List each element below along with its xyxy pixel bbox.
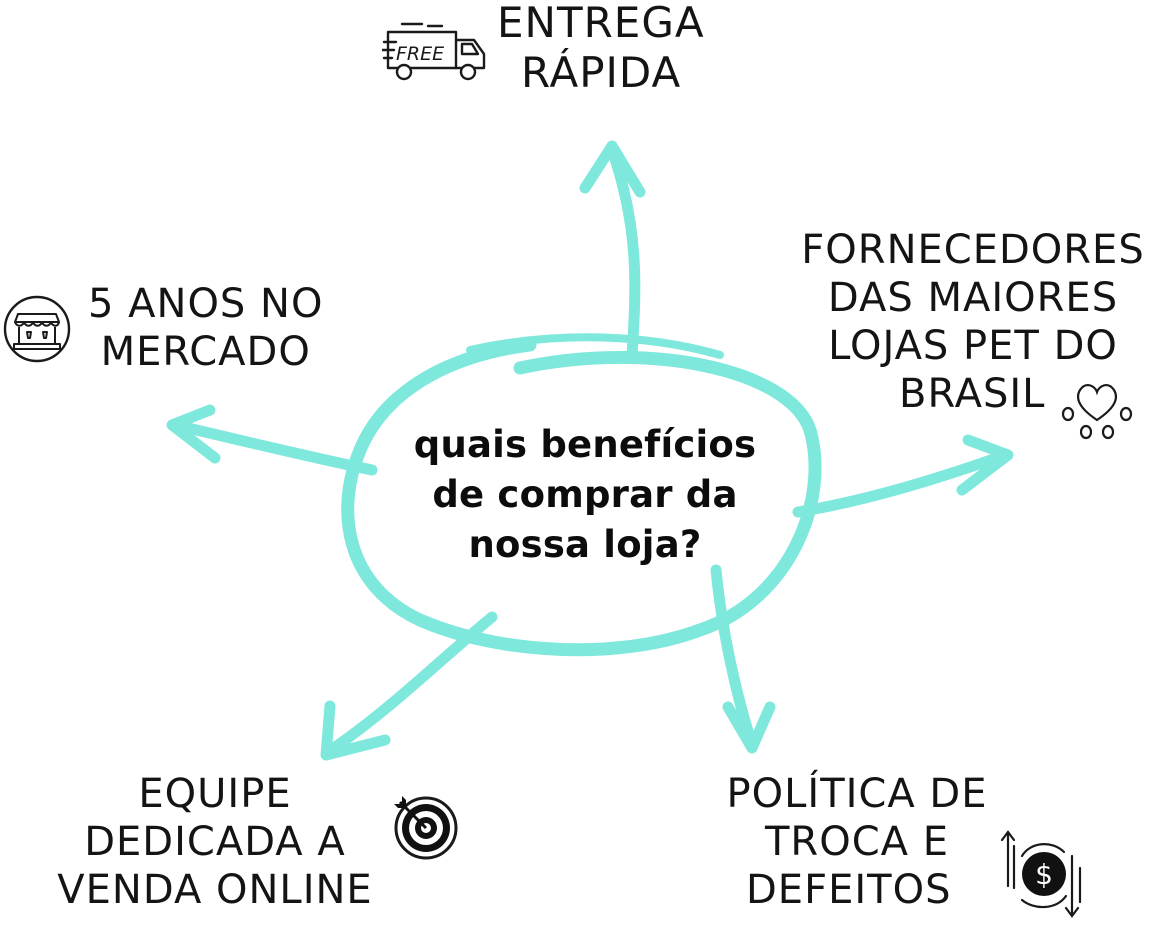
arrow-equipe bbox=[322, 611, 498, 758]
arrow-politica-head bbox=[722, 701, 776, 754]
arrow-politica bbox=[710, 564, 758, 751]
arrow-anos bbox=[169, 419, 378, 476]
benefit-line: DEDICADA A bbox=[84, 819, 346, 865]
benefit-anos-mercado: 5 ANOS NO MERCADO bbox=[88, 280, 323, 376]
benefit-fornecedores: FORNECEDORES DAS MAIORES LOJAS PET DO BR… bbox=[795, 226, 1151, 418]
benefit-equipe: EQUIPE DEDICADA A VENDA ONLINE bbox=[44, 770, 386, 914]
central-question-line: quais benefícios bbox=[413, 423, 757, 466]
center-ellipse-overlap bbox=[466, 333, 724, 359]
arrow-equipe-head bbox=[320, 700, 391, 761]
benefit-line: DEFEITOS bbox=[746, 867, 952, 913]
benefit-line: VENDA ONLINE bbox=[57, 867, 373, 913]
arrow-anos-head bbox=[166, 404, 221, 464]
central-question: quais benefícios de comprar da nossa loj… bbox=[380, 420, 790, 570]
benefit-line: LOJAS PET DO bbox=[828, 323, 1118, 369]
benefit-line: EQUIPE bbox=[138, 771, 292, 817]
arrow-entrega bbox=[606, 144, 641, 362]
arrow-fornecedores-head bbox=[956, 434, 1014, 496]
benefit-line: TROCA E bbox=[765, 819, 949, 865]
benefit-line: RÁPIDA bbox=[521, 48, 682, 97]
benefit-line: DAS MAIORES bbox=[827, 275, 1119, 321]
benefit-line: MERCADO bbox=[100, 329, 311, 375]
target-icon bbox=[394, 796, 458, 860]
free-delivery-truck-icon: FREE bbox=[382, 22, 486, 81]
central-question-line: de comprar da bbox=[432, 473, 738, 516]
free-text: FREE bbox=[396, 43, 444, 65]
arrow-entrega-head bbox=[579, 140, 646, 198]
paw-heart-icon bbox=[1061, 384, 1133, 440]
benefit-politica: POLÍTICA DE TROCA E DEFEITOS bbox=[716, 770, 998, 914]
benefit-line: 5 ANOS NO bbox=[88, 281, 324, 327]
dollar-exchange-icon: $ bbox=[1000, 830, 1082, 918]
svg-text:$: $ bbox=[1035, 858, 1053, 891]
benefit-line: FORNECEDORES bbox=[801, 227, 1145, 273]
storefront-icon bbox=[3, 295, 71, 363]
central-question-line: nossa loja? bbox=[468, 523, 702, 566]
benefit-line: ENTREGA bbox=[497, 0, 705, 47]
benefit-line: POLÍTICA DE bbox=[726, 771, 988, 817]
arrow-fornecedores bbox=[792, 449, 1011, 518]
center-ellipse bbox=[341, 338, 822, 657]
benefit-line: BRASIL bbox=[899, 371, 1046, 417]
benefit-entrega-rapida: ENTREGA RÁPIDA bbox=[497, 0, 705, 98]
